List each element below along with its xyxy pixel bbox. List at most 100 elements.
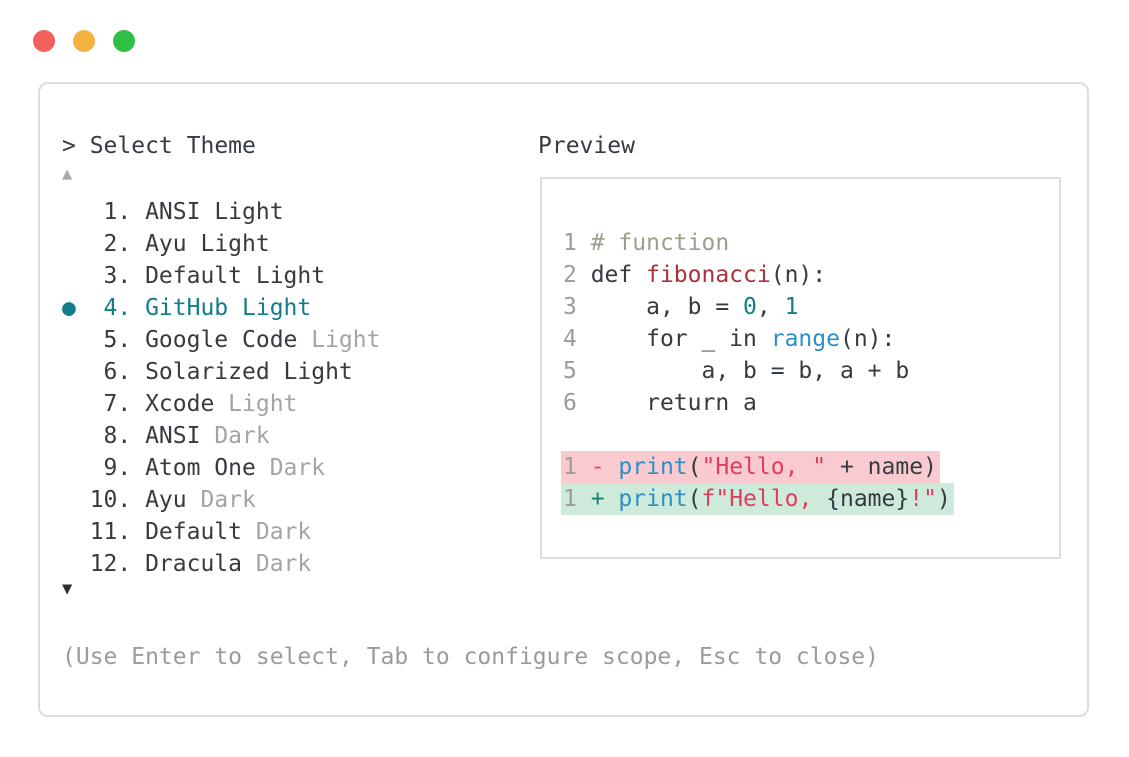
theme-option-number: 5. (103, 327, 132, 353)
code-line: 2 def fibonacci(n): (563, 259, 1059, 291)
theme-option-suffix: Light (255, 263, 326, 289)
theme-option-label: Google Code Light (131, 327, 381, 353)
theme-option-label: Solarized Light (131, 359, 353, 385)
theme-option-suffix: Light (200, 231, 270, 257)
code-token: print (618, 454, 688, 480)
theme-option-xcode-light[interactable]: 7. Xcode Light (62, 388, 380, 420)
code-line: 4 for _ in range(n): (563, 323, 1059, 355)
preview-title: Preview (538, 133, 635, 159)
window-controls (33, 30, 135, 52)
theme-option-number: 11. (89, 519, 132, 545)
theme-option-atom-one-dark[interactable]: 9. Atom One Dark (62, 452, 380, 484)
code-token: for _ in (590, 326, 771, 352)
diff-added-line: 1 + print(f"Hello, {name}!") (561, 483, 1059, 515)
code-token: ) (936, 486, 951, 512)
theme-option-suffix: Light (311, 327, 381, 353)
code-line: 3 a, b = 0, 1 (563, 291, 1059, 323)
theme-option-ansi-dark[interactable]: 8. ANSI Dark (62, 420, 380, 452)
theme-option-ayu-light[interactable]: 2. Ayu Light (62, 228, 380, 260)
code-line: 6 return a (563, 387, 1059, 419)
theme-option-solarized-light[interactable]: 6. Solarized Light (62, 356, 380, 388)
theme-option-google-code-light[interactable]: 5. Google Code Light (62, 324, 381, 356)
keyboard-hint: (Use Enter to select, Tab to configure s… (62, 644, 879, 670)
code-token: , (756, 294, 785, 320)
line-number: 6 (563, 390, 591, 416)
code-token: fibonacci (646, 262, 771, 288)
theme-option-label: Ayu Light (131, 231, 270, 257)
code-token: 1 (784, 294, 799, 320)
line-number: 2 (563, 262, 591, 288)
close-button[interactable] (33, 30, 55, 52)
theme-option-number: 9. (103, 455, 132, 481)
theme-option-number: 7. (103, 391, 132, 417)
theme-option-suffix: Light (283, 359, 353, 385)
line-number: 1 (563, 230, 591, 256)
theme-option-number: 4. (103, 295, 132, 321)
selected-bullet-icon: ● (62, 295, 76, 321)
theme-option-suffix: Light (242, 295, 312, 321)
code-token: {name} (826, 486, 910, 512)
code-token: !" (909, 486, 937, 512)
code-token: ( (687, 454, 702, 480)
minimize-button[interactable] (73, 30, 95, 52)
theme-option-label: ANSI Light (131, 199, 284, 225)
theme-option-github-light[interactable]: ● 4. GitHub Light (62, 292, 380, 324)
code-token: range (770, 326, 840, 352)
scroll-down-icon[interactable]: ▼ (62, 579, 73, 599)
line-number: 1 (563, 454, 577, 480)
dialog-title: > Select Theme (62, 133, 256, 159)
code-token: "Hello, " (701, 454, 827, 480)
theme-option-number: 6. (103, 359, 132, 385)
line-number: 1 (563, 486, 577, 512)
theme-option-suffix: Light (228, 391, 298, 417)
theme-option-number: 1. (103, 199, 132, 225)
code-token: (n): (839, 326, 896, 352)
theme-option-dracula-dark[interactable]: 12. Dracula Dark (62, 548, 380, 580)
code-token: print (618, 486, 688, 512)
diff-added-highlight: 1 + print(f"Hello, {name}!") (561, 483, 954, 515)
code-token: ( (687, 486, 702, 512)
code-token: def (590, 262, 647, 288)
theme-option-label: Atom One Dark (131, 455, 326, 481)
theme-option-label: ANSI Dark (131, 423, 270, 449)
theme-option-label: GitHub Light (131, 295, 312, 321)
theme-option-ayu-dark[interactable]: 10. Ayu Dark (62, 484, 380, 516)
zoom-button[interactable] (113, 30, 135, 52)
theme-option-label: Ayu Dark (131, 487, 256, 513)
scroll-up-icon[interactable]: ▲ (62, 164, 73, 184)
theme-option-default-dark[interactable]: 11. Default Dark (62, 516, 380, 548)
theme-option-suffix: Dark (255, 551, 312, 577)
diff-removed-highlight: 1 - print("Hello, " + name) (561, 451, 940, 483)
code-line: 5 a, b = b, a + b (563, 355, 1059, 387)
theme-option-ansi-light[interactable]: 1. ANSI Light (62, 196, 380, 228)
code-token: (n): (770, 262, 827, 288)
theme-option-number: 12. (89, 551, 132, 577)
theme-option-number: 3. (103, 263, 132, 289)
code-token: f"Hello, (701, 486, 827, 512)
diff-preview: 1 - print("Hello, " + name)1 + print(f"H… (561, 451, 1059, 515)
theme-option-number: 8. (103, 423, 132, 449)
code-token: a, b = b, a + b (590, 358, 910, 384)
code-token: return a (590, 390, 757, 416)
theme-option-suffix: Dark (200, 487, 256, 513)
code-token: - (576, 454, 619, 480)
line-number: 5 (563, 358, 591, 384)
code-token: + name) (826, 454, 937, 480)
theme-option-suffix: Dark (255, 519, 312, 545)
theme-option-label: Default Light (131, 263, 326, 289)
code-token: 0 (743, 294, 757, 320)
code-token: a, b = (590, 294, 744, 320)
code-line: 1 # function (563, 227, 1059, 259)
theme-option-label: Dracula Dark (131, 551, 312, 577)
diff-removed-line: 1 - print("Hello, " + name) (561, 451, 1059, 483)
theme-option-suffix: Dark (269, 455, 326, 481)
theme-option-default-light[interactable]: 3. Default Light (62, 260, 380, 292)
theme-option-suffix: Light (214, 199, 284, 225)
line-number: 3 (563, 294, 591, 320)
line-number: 4 (563, 326, 591, 352)
